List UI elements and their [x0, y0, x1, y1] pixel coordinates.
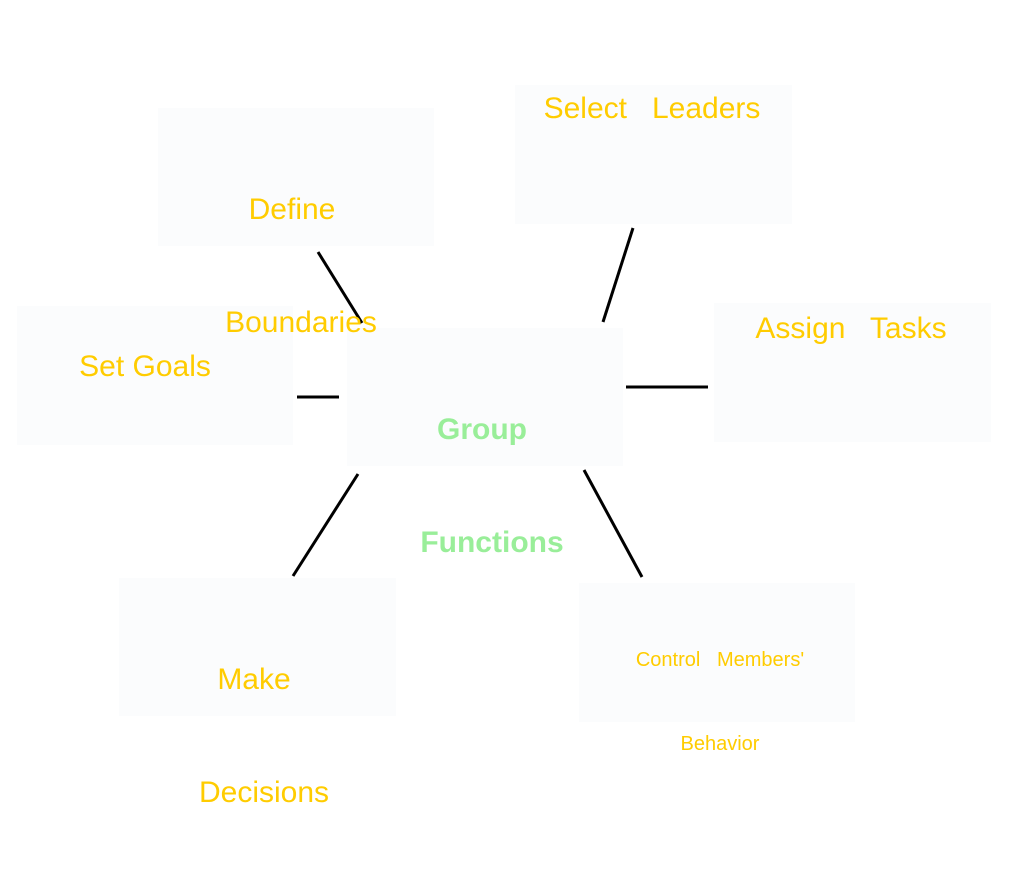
node-assign-tasks	[714, 303, 991, 442]
node-center-group-functions	[347, 328, 623, 466]
node-set-goals	[17, 306, 293, 445]
center-label-line2: Functions	[420, 525, 564, 559]
make-decisions-label: Make Decisions	[179, 586, 349, 849]
assign-tasks-label: Assign Tasks	[755, 312, 947, 345]
set-goals-label: Set Goals	[79, 350, 211, 383]
control-behavior-line1: Control Members'	[635, 649, 805, 671]
make-decisions-line2: Decisions	[198, 775, 330, 809]
control-behavior-line2: Behavior	[680, 733, 760, 755]
node-control-behavior	[579, 583, 855, 722]
connector-make-decisions	[291, 473, 360, 577]
define-boundaries-label: Define Boundaries	[206, 116, 396, 379]
define-boundaries-line2: Boundaries	[225, 305, 377, 339]
center-label: Group Functions	[397, 336, 587, 599]
make-decisions-line1: Make	[217, 663, 291, 696]
connector-select-leaders	[601, 227, 635, 323]
node-select-leaders	[515, 85, 792, 224]
connector-control-behavior	[582, 469, 644, 578]
node-make-decisions	[119, 578, 396, 716]
select-leaders-label: Select Leaders	[543, 92, 761, 125]
node-define-boundaries	[158, 108, 434, 246]
define-boundaries-line1: Define	[248, 193, 336, 226]
center-label-line1: Group	[437, 413, 527, 446]
control-behavior-label: Control Members' Behavior	[600, 590, 840, 786]
connector-define-boundaries	[316, 251, 364, 324]
